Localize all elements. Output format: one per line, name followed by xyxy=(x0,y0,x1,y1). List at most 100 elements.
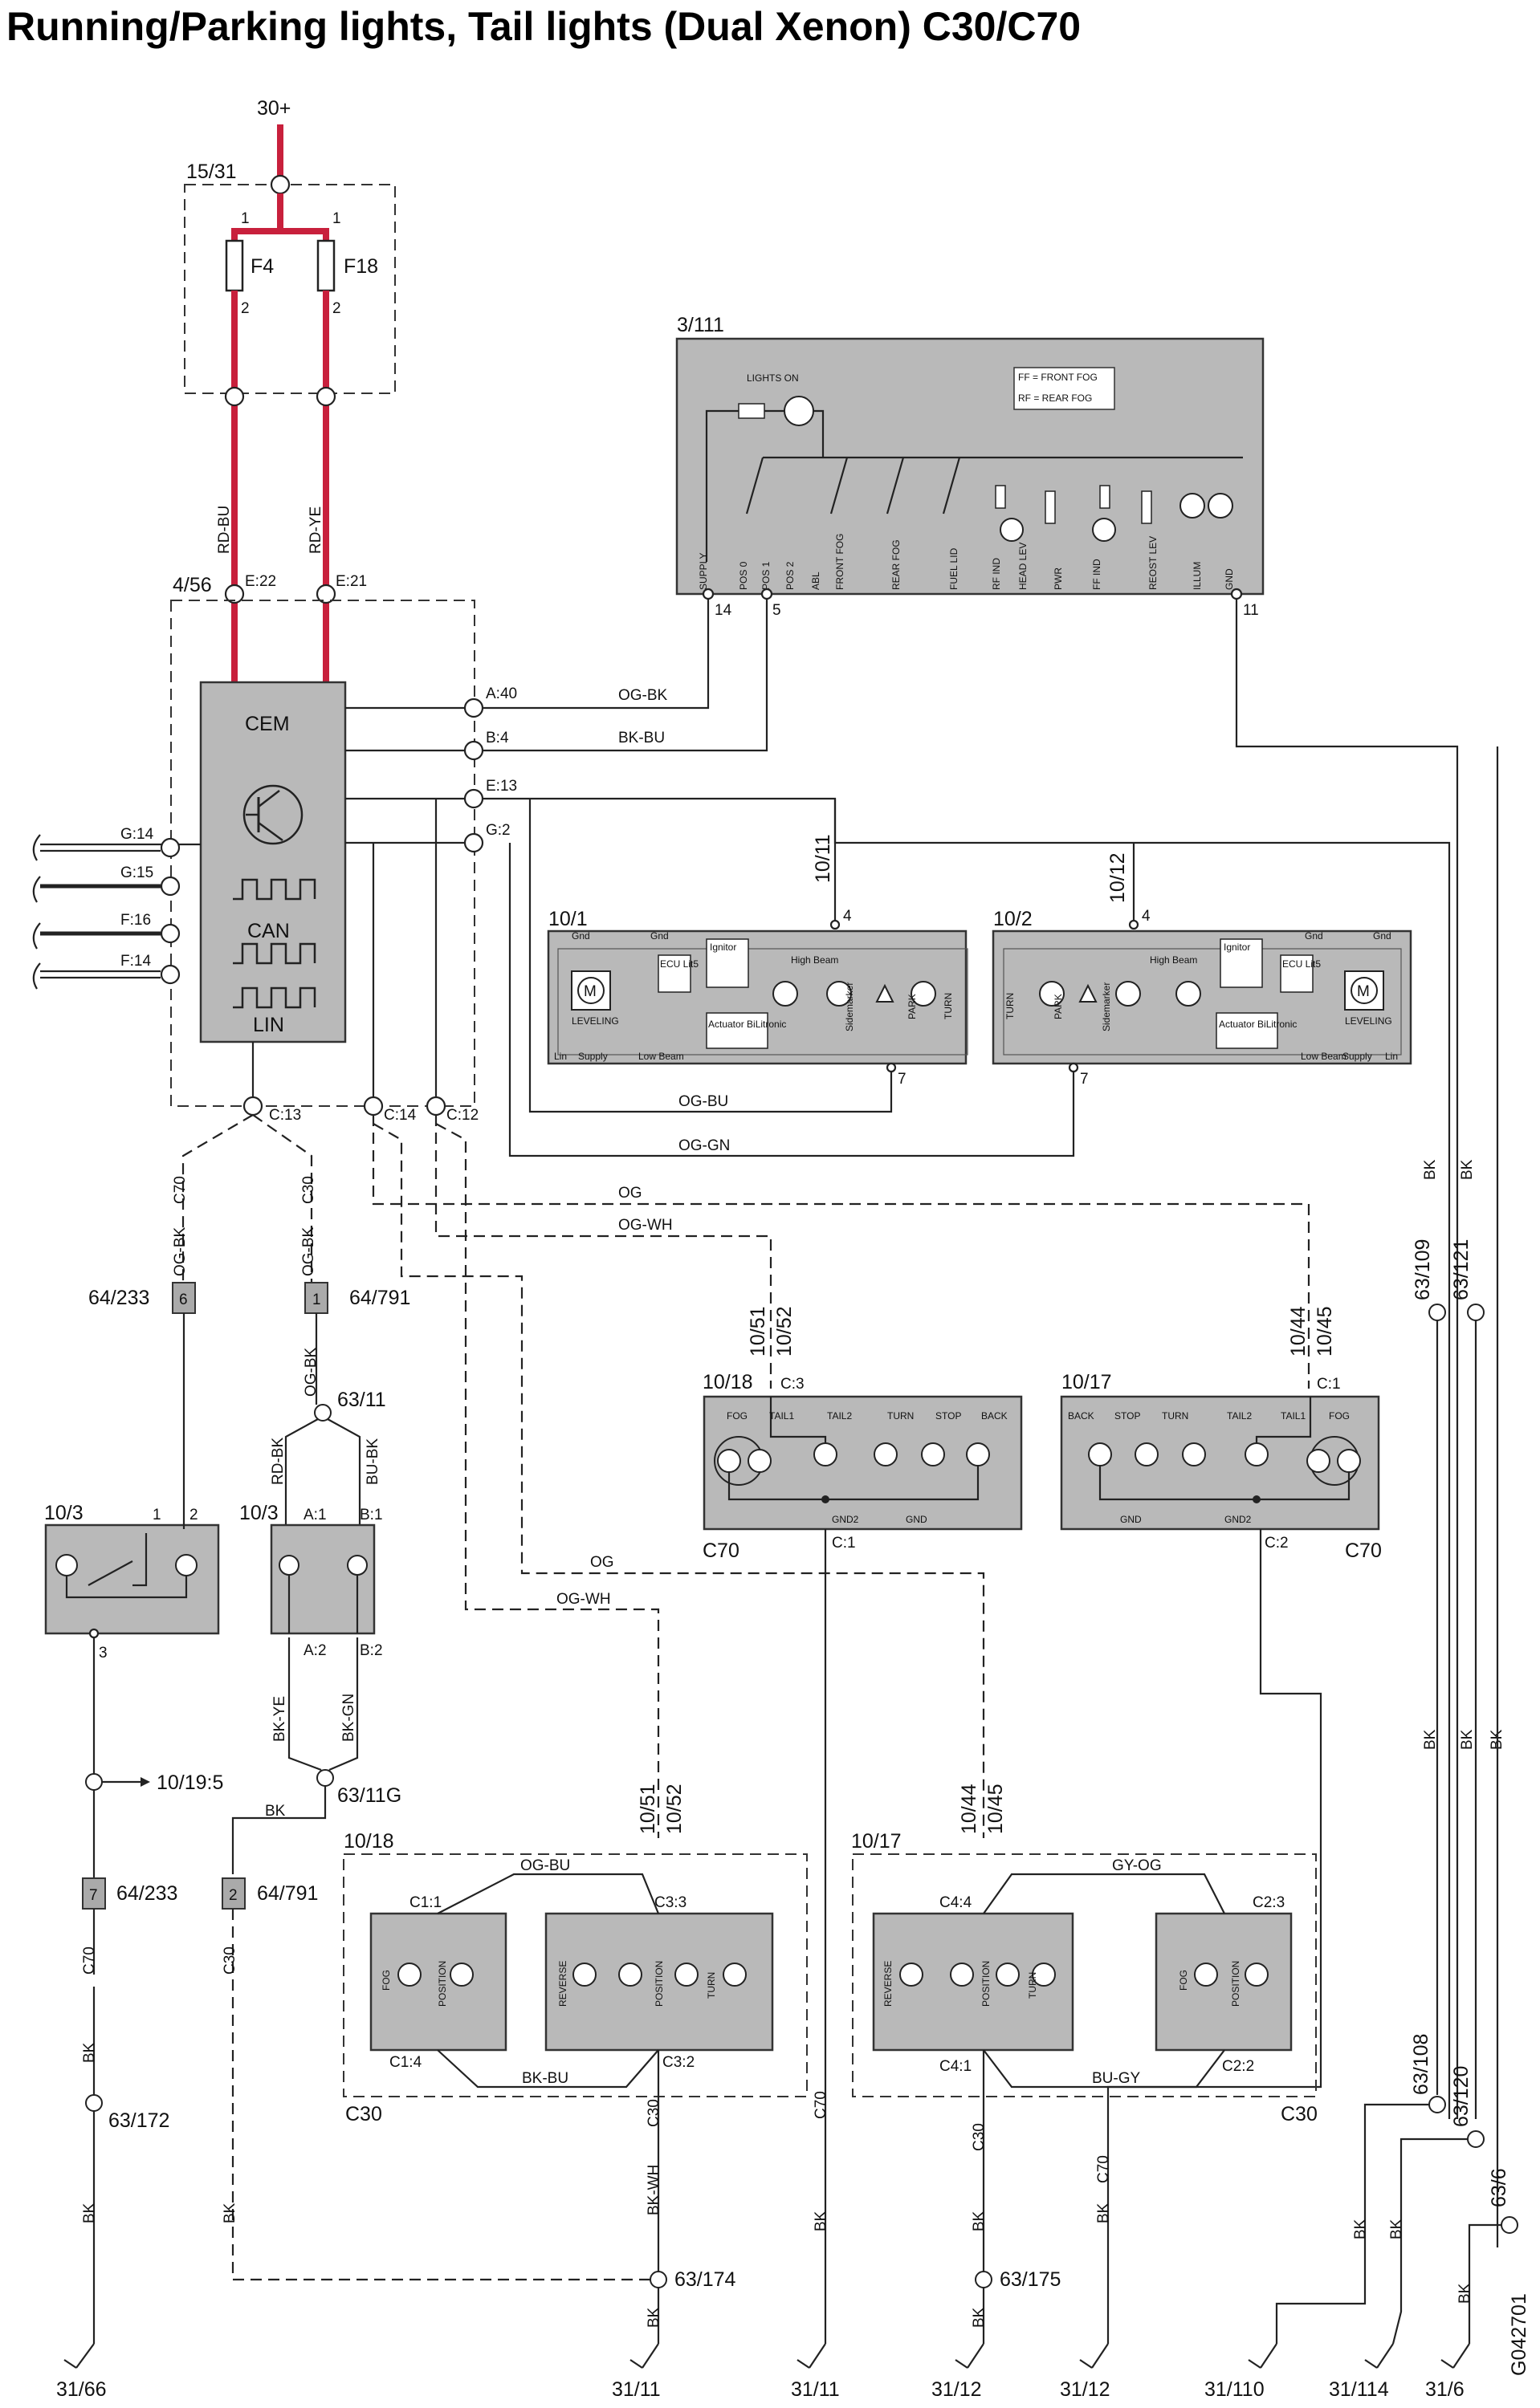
wire-label: BK xyxy=(1352,2219,1369,2239)
pin-label: POS 2 xyxy=(784,561,796,590)
ref-label: 10/45 xyxy=(1314,1306,1336,1357)
wire-label: BK xyxy=(1459,1159,1476,1180)
switch-module-label: 3/111 xyxy=(677,314,724,336)
splice-label: 63/11G xyxy=(337,1784,401,1807)
text-label: Ignitor xyxy=(1224,942,1250,953)
pin-label: C1:4 xyxy=(389,2054,422,2071)
pin-label: PWR xyxy=(1053,567,1064,590)
pin-label: B:4 xyxy=(486,730,509,746)
splice-label: 63/11 xyxy=(337,1389,386,1411)
pin-label: A:2 xyxy=(304,1642,327,1659)
bulb-label: REVERSE xyxy=(557,1961,568,2007)
fog-switch-block xyxy=(270,1523,376,1635)
pin-label: C2:3 xyxy=(1253,1894,1285,1911)
wire-label: OG-BK xyxy=(172,1226,189,1276)
text-label: Gnd xyxy=(1373,930,1391,942)
wire-label: BK-WH xyxy=(646,2165,662,2215)
pin-label: ILLUM xyxy=(1192,562,1203,590)
splice-icon xyxy=(85,1773,103,1791)
text-label: PARK xyxy=(906,994,918,1019)
pin-label: 7 xyxy=(89,1887,98,1904)
bulb-label: TURN xyxy=(887,1410,914,1422)
pin-label: E:13 xyxy=(486,778,517,795)
pin-label: B:1 xyxy=(360,1507,383,1523)
cem-label: CEM xyxy=(245,713,290,735)
splice-label: 63/172 xyxy=(108,2109,169,2132)
wire-label: GY-OG xyxy=(1112,1857,1162,1874)
splice-label: 63/174 xyxy=(674,2268,736,2291)
text-label: Actuator BiLitronic xyxy=(1219,1019,1297,1030)
pin-label: REOST LEV xyxy=(1147,536,1159,590)
power-supply: 30+ 15/31 F4 1 2 F18 1 2 RD-BU RD-YE xyxy=(184,97,396,682)
bulb-label: FOG xyxy=(381,1970,392,1991)
pin-label: SUPPLY xyxy=(698,553,709,590)
component-label: 10/2 xyxy=(993,908,1033,930)
fuse-f18-label: F18 xyxy=(344,255,378,278)
pin-label: GND xyxy=(1224,568,1235,590)
bulb-label: TAIL1 xyxy=(769,1410,794,1422)
splice-label: 63/6 xyxy=(1488,2168,1510,2207)
wire-og-wh-label: OG-WH xyxy=(618,1217,673,1234)
component-label: 10/18 xyxy=(344,1830,394,1853)
tail-c70-left-block xyxy=(703,1395,1023,1531)
wire-og-bk-label: OG-BK xyxy=(618,687,668,704)
wire-label: BU-BK xyxy=(365,1438,381,1485)
pin-label: B:2 xyxy=(360,1642,383,1659)
bulb-label: POSITION xyxy=(1230,1961,1241,2007)
pin-label: FRONT FOG xyxy=(834,534,845,590)
text-label: Sidemarker xyxy=(1101,982,1112,1031)
wire-rd-ye-label: RD-YE xyxy=(308,506,324,554)
splice-icon xyxy=(314,1404,332,1422)
ref-label: 10/51 xyxy=(747,1306,769,1357)
wire-label: BK xyxy=(1459,1729,1476,1750)
gnd-label: GND2 xyxy=(1224,1514,1252,1525)
text-label: ECU Lit5 xyxy=(1282,958,1321,970)
diagram-id: G042701 xyxy=(1508,2293,1530,2376)
pin-label: C:2 xyxy=(1265,1535,1289,1552)
ref-label: 10/45 xyxy=(984,1784,1007,1834)
pin-label: 4 xyxy=(1142,908,1151,925)
lights-on-label: LIGHTS ON xyxy=(747,372,799,384)
ref-label: 10/44 xyxy=(958,1784,980,1834)
pin-label: C:1 xyxy=(1317,1376,1341,1393)
svg-text:M: M xyxy=(584,983,597,1000)
can-label: CAN xyxy=(247,920,290,942)
pin-label: C1:1 xyxy=(409,1894,442,1911)
fusebox-outline xyxy=(184,184,396,394)
switch-contacts xyxy=(745,457,1233,542)
wire-label: BK xyxy=(971,2307,988,2328)
text-label: Gnd xyxy=(572,930,590,942)
bulb-label: POSITION xyxy=(654,1961,665,2007)
splice-label: 63/121 xyxy=(1450,1239,1473,1300)
connector-label: 64/791 xyxy=(349,1287,410,1309)
ground-label: 31/66 xyxy=(56,2378,107,2401)
ignitor-icon xyxy=(706,938,749,988)
fusebox-label: 15/31 xyxy=(186,161,237,183)
variant-label: C70 xyxy=(172,1176,189,1204)
gnd-label: GND xyxy=(1120,1514,1142,1525)
bulb-label: REVERSE xyxy=(882,1961,894,2007)
variant-label: C30 xyxy=(222,1946,238,1975)
svg-text:M: M xyxy=(1357,983,1370,1000)
bulb-label: TURN xyxy=(706,1972,717,1999)
wire-label: BK-YE xyxy=(271,1696,288,1742)
text-label: High Beam xyxy=(791,954,838,966)
ground-label: 31/12 xyxy=(1060,2378,1110,2401)
pin-label: A:40 xyxy=(486,685,517,702)
legend-ff: FF = FRONT FOG xyxy=(1018,372,1098,383)
text-label: Low Beam xyxy=(638,1051,684,1062)
bulb-label: FOG xyxy=(1329,1410,1350,1422)
wire-label: BK xyxy=(1388,2219,1405,2239)
text-label: Lin xyxy=(1385,1051,1398,1062)
pin-label: F:14 xyxy=(120,953,151,970)
leveling-motor-icon xyxy=(1351,977,1378,1004)
wire-label: BK xyxy=(81,2042,98,2063)
ignitor-icon xyxy=(1220,938,1263,988)
pin-label: C3:3 xyxy=(654,1894,686,1911)
ref-label: 10/52 xyxy=(663,1784,686,1834)
supply-node xyxy=(270,174,291,195)
wire-label: OG-BK xyxy=(300,1226,317,1276)
text-label: Sidemarker xyxy=(844,982,855,1031)
splice-label: 63/175 xyxy=(1000,2268,1061,2291)
